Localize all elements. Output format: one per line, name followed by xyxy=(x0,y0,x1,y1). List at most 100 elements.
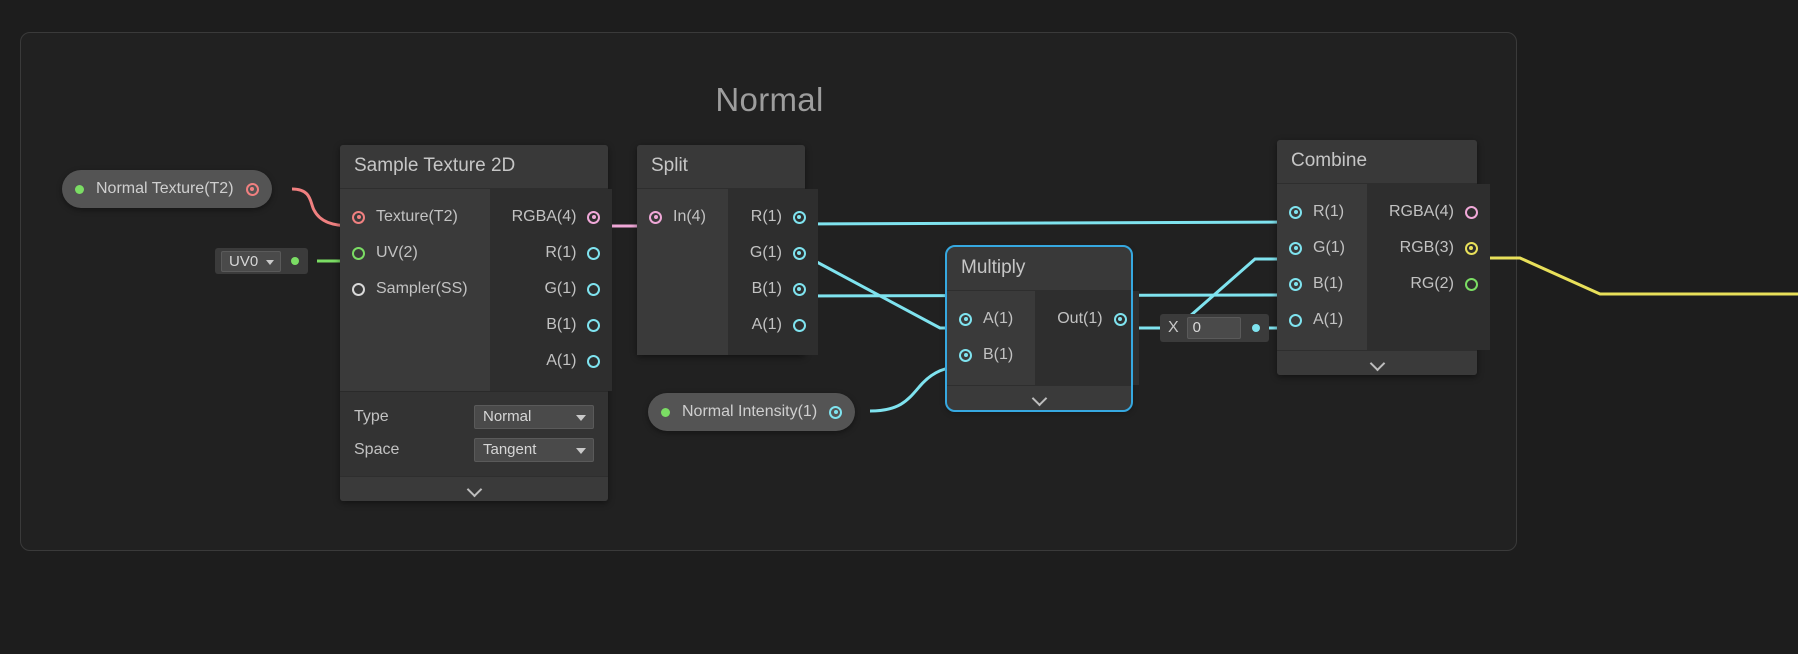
input-port-b[interactable]: B(1) xyxy=(947,337,1035,373)
output-port-normal-intensity[interactable] xyxy=(829,405,843,419)
port-dot-texture[interactable] xyxy=(352,210,365,224)
input-port-a[interactable]: A(1) xyxy=(1277,302,1367,338)
output-port-out[interactable]: Out(1) xyxy=(1035,301,1138,337)
output-port-a[interactable]: A(1) xyxy=(490,343,613,379)
port-dot-out[interactable] xyxy=(1113,312,1127,326)
output-port-rgb[interactable]: RGB(3) xyxy=(1367,230,1490,266)
output-port-rgba[interactable]: RGBA(4) xyxy=(1367,194,1490,230)
property-node-normal-texture[interactable]: Normal Texture(T2) xyxy=(62,170,272,208)
dropdown-type[interactable]: Normal xyxy=(474,404,594,429)
port-dot-b[interactable] xyxy=(587,318,601,332)
setting-label-type: Type xyxy=(354,407,389,425)
port-dot-r[interactable] xyxy=(792,210,806,224)
port-label: RGBA(4) xyxy=(511,208,577,225)
output-port-a[interactable]: A(1) xyxy=(728,307,818,343)
input-port-a[interactable]: A(1) xyxy=(947,301,1035,337)
output-port-g[interactable]: G(1) xyxy=(490,271,613,307)
port-dot-a[interactable] xyxy=(959,312,972,326)
output-port-b[interactable]: B(1) xyxy=(728,271,818,307)
input-port-in[interactable]: In(4) xyxy=(637,199,728,235)
port-dot-b[interactable] xyxy=(792,282,806,296)
output-ports: RGBA(4) RGB(3) RG(2) xyxy=(1367,184,1490,350)
float-value-node[interactable]: X 0 xyxy=(1160,314,1269,342)
port-dot-sampler[interactable] xyxy=(352,282,365,296)
output-port-rgba[interactable]: RGBA(4) xyxy=(490,199,613,235)
output-port-b[interactable]: B(1) xyxy=(490,307,613,343)
property-label: Normal Texture(T2) xyxy=(96,180,234,197)
port-label: G(1) xyxy=(749,244,782,261)
port-dot-rg[interactable] xyxy=(1464,277,1478,291)
setting-type: Type Normal xyxy=(354,400,594,433)
node-sample-texture-2d[interactable]: Sample Texture 2D Texture(T2) UV(2) Samp… xyxy=(340,145,613,501)
float-value-input[interactable]: 0 xyxy=(1186,317,1241,339)
chevron-down-icon xyxy=(1371,360,1384,367)
port-dot-a[interactable] xyxy=(1289,313,1302,327)
output-port-g[interactable]: G(1) xyxy=(728,235,818,271)
port-label: Texture(T2) xyxy=(376,208,458,225)
port-label: A(1) xyxy=(546,352,577,369)
uv-channel-node[interactable]: UV0 xyxy=(215,248,309,274)
port-dot-g[interactable] xyxy=(1289,241,1302,255)
node-combine[interactable]: Combine R(1) G(1) B(1) A(1) xyxy=(1277,140,1490,375)
node-ports: A(1) B(1) Out(1) xyxy=(947,290,1139,385)
property-label: Normal Intensity(1) xyxy=(682,403,818,420)
output-port-rg[interactable]: RG(2) xyxy=(1367,266,1490,302)
port-label: A(1) xyxy=(1313,311,1344,328)
port-dot-g[interactable] xyxy=(792,246,806,260)
input-ports: Texture(T2) UV(2) Sampler(SS) xyxy=(340,189,490,391)
port-dot-g[interactable] xyxy=(587,282,601,296)
port-dot-rgba[interactable] xyxy=(587,210,601,224)
output-port-uv[interactable] xyxy=(291,257,300,265)
port-dot-r[interactable] xyxy=(1289,205,1302,219)
property-node-normal-intensity[interactable]: Normal Intensity(1) xyxy=(648,393,856,431)
node-split[interactable]: Split In(4) R(1) G(1) xyxy=(637,145,818,355)
port-label: UV(2) xyxy=(376,244,418,261)
group-title: Normal xyxy=(715,81,824,118)
input-port-b[interactable]: B(1) xyxy=(1277,266,1367,302)
input-port-r[interactable]: R(1) xyxy=(1277,194,1367,230)
output-port-float[interactable] xyxy=(1251,324,1260,332)
collapse-toggle-combine[interactable] xyxy=(1277,350,1477,375)
port-dot-b[interactable] xyxy=(959,348,972,362)
port-label: RG(2) xyxy=(1410,275,1454,292)
node-ports: Texture(T2) UV(2) Sampler(SS) RGBA(4) xyxy=(340,188,613,391)
port-label: Sampler(SS) xyxy=(376,280,468,297)
port-label: B(1) xyxy=(751,280,782,297)
output-ports: R(1) G(1) B(1) A(1) xyxy=(727,189,818,355)
port-label: RGBA(4) xyxy=(1389,203,1454,220)
port-dot-a[interactable] xyxy=(792,318,806,332)
node-ports: In(4) R(1) G(1) B(1) xyxy=(637,188,818,355)
dropdown-value-space: Tangent xyxy=(483,440,537,458)
port-dot-uv[interactable] xyxy=(352,246,365,260)
chevron-down-icon xyxy=(576,447,586,454)
output-port-r[interactable]: R(1) xyxy=(490,235,613,271)
collapse-toggle-multiply[interactable] xyxy=(947,385,1131,410)
node-multiply[interactable]: Multiply A(1) B(1) Out(1) xyxy=(945,245,1139,412)
port-dot-a[interactable] xyxy=(587,354,601,368)
input-port-texture[interactable]: Texture(T2) xyxy=(340,199,490,235)
output-ports: RGBA(4) R(1) G(1) B(1) A(1) xyxy=(489,189,613,391)
output-port-r[interactable]: R(1) xyxy=(728,199,818,235)
port-dot-rgba[interactable] xyxy=(1464,205,1478,219)
output-port-normal-texture[interactable] xyxy=(245,182,259,196)
port-dot-b[interactable] xyxy=(1289,277,1302,291)
dropdown-space[interactable]: Tangent xyxy=(474,437,594,462)
port-dot-r[interactable] xyxy=(587,246,601,260)
input-port-uv[interactable]: UV(2) xyxy=(340,235,490,271)
collapse-toggle-sample-texture[interactable] xyxy=(340,476,608,501)
property-handle-dot xyxy=(75,184,84,194)
input-spacer xyxy=(637,307,728,343)
input-port-sampler[interactable]: Sampler(SS) xyxy=(340,271,490,307)
node-settings: Type Normal Space Tangent xyxy=(340,391,608,476)
chevron-down-icon xyxy=(468,486,481,493)
input-ports: In(4) xyxy=(637,189,728,355)
port-dot-rgb[interactable] xyxy=(1464,241,1478,255)
port-label: B(1) xyxy=(983,346,1014,363)
input-port-g[interactable]: G(1) xyxy=(1277,230,1367,266)
node-title: Sample Texture 2D xyxy=(340,145,608,188)
uv-channel-dropdown[interactable]: UV0 xyxy=(221,250,282,272)
port-dot-in[interactable] xyxy=(649,210,662,224)
setting-space: Space Tangent xyxy=(354,433,594,466)
input-ports: R(1) G(1) B(1) A(1) xyxy=(1277,184,1367,350)
